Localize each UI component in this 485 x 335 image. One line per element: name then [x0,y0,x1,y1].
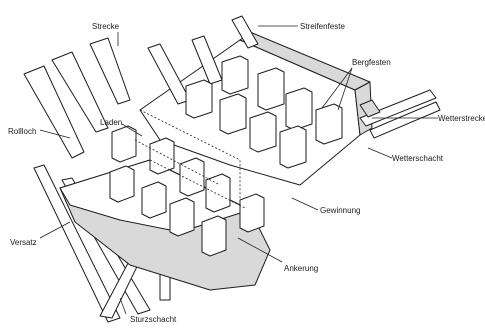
label-streifenfeste: Streifenfeste [300,22,345,31]
wetterstrecke-duct [360,90,440,138]
label-wetterschacht: Wetterschacht [392,154,444,163]
label-versatz: Versatz [10,238,37,247]
label-ankerung: Ankerung [284,264,318,273]
label-wetterstrecke: Wetterstrecke [438,114,485,123]
label-laden: Laden [100,118,122,127]
label-gewinnung: Gewinnung [320,206,360,215]
label-sturzschacht: Sturzschacht [130,315,177,324]
label-strecke: Strecke [92,22,120,31]
label-rollloch: Rollloch [8,127,36,136]
label-bergfesten: Bergfesten [352,58,391,67]
